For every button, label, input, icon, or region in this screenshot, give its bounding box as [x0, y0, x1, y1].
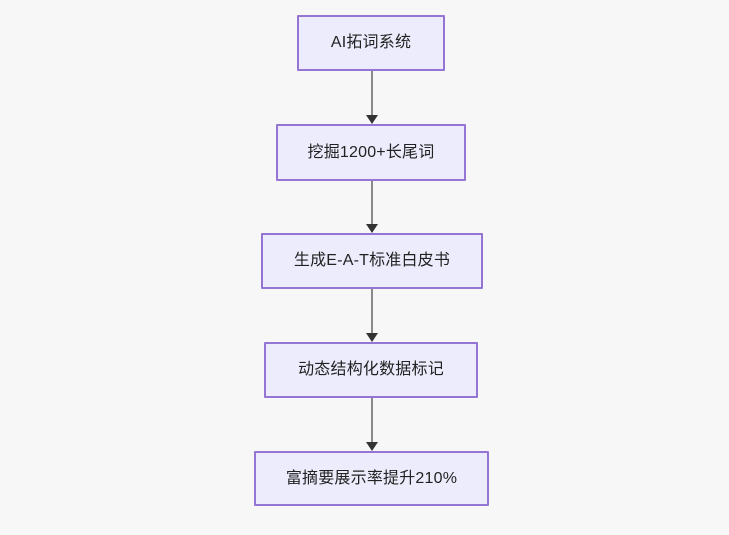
arrowhead-icon: [366, 224, 378, 233]
flowchart-node-2[interactable]: 挖掘1200+长尾词: [276, 124, 466, 181]
edge-line: [371, 398, 373, 443]
edge-line: [371, 289, 373, 334]
flowchart-node-4[interactable]: 动态结构化数据标记: [264, 342, 478, 398]
node-label: 生成E-A-T标准白皮书: [293, 252, 451, 269]
node-label: 挖掘1200+长尾词: [307, 143, 435, 161]
node-label: 动态结构化数据标记: [298, 361, 444, 378]
flowchart-node-5[interactable]: 富摘要展示率提升210%: [254, 451, 489, 506]
edge-line: [371, 181, 373, 225]
node-label: AI拓词系统: [330, 34, 412, 51]
arrowhead-icon: [366, 333, 378, 342]
arrowhead-icon: [366, 442, 378, 451]
node-label: 富摘要展示率提升210%: [285, 469, 458, 487]
flowchart-node-3[interactable]: 生成E-A-T标准白皮书: [261, 233, 483, 289]
flowchart-node-1[interactable]: AI拓词系统: [297, 15, 445, 71]
arrowhead-icon: [366, 115, 378, 124]
edge-line: [371, 71, 373, 116]
